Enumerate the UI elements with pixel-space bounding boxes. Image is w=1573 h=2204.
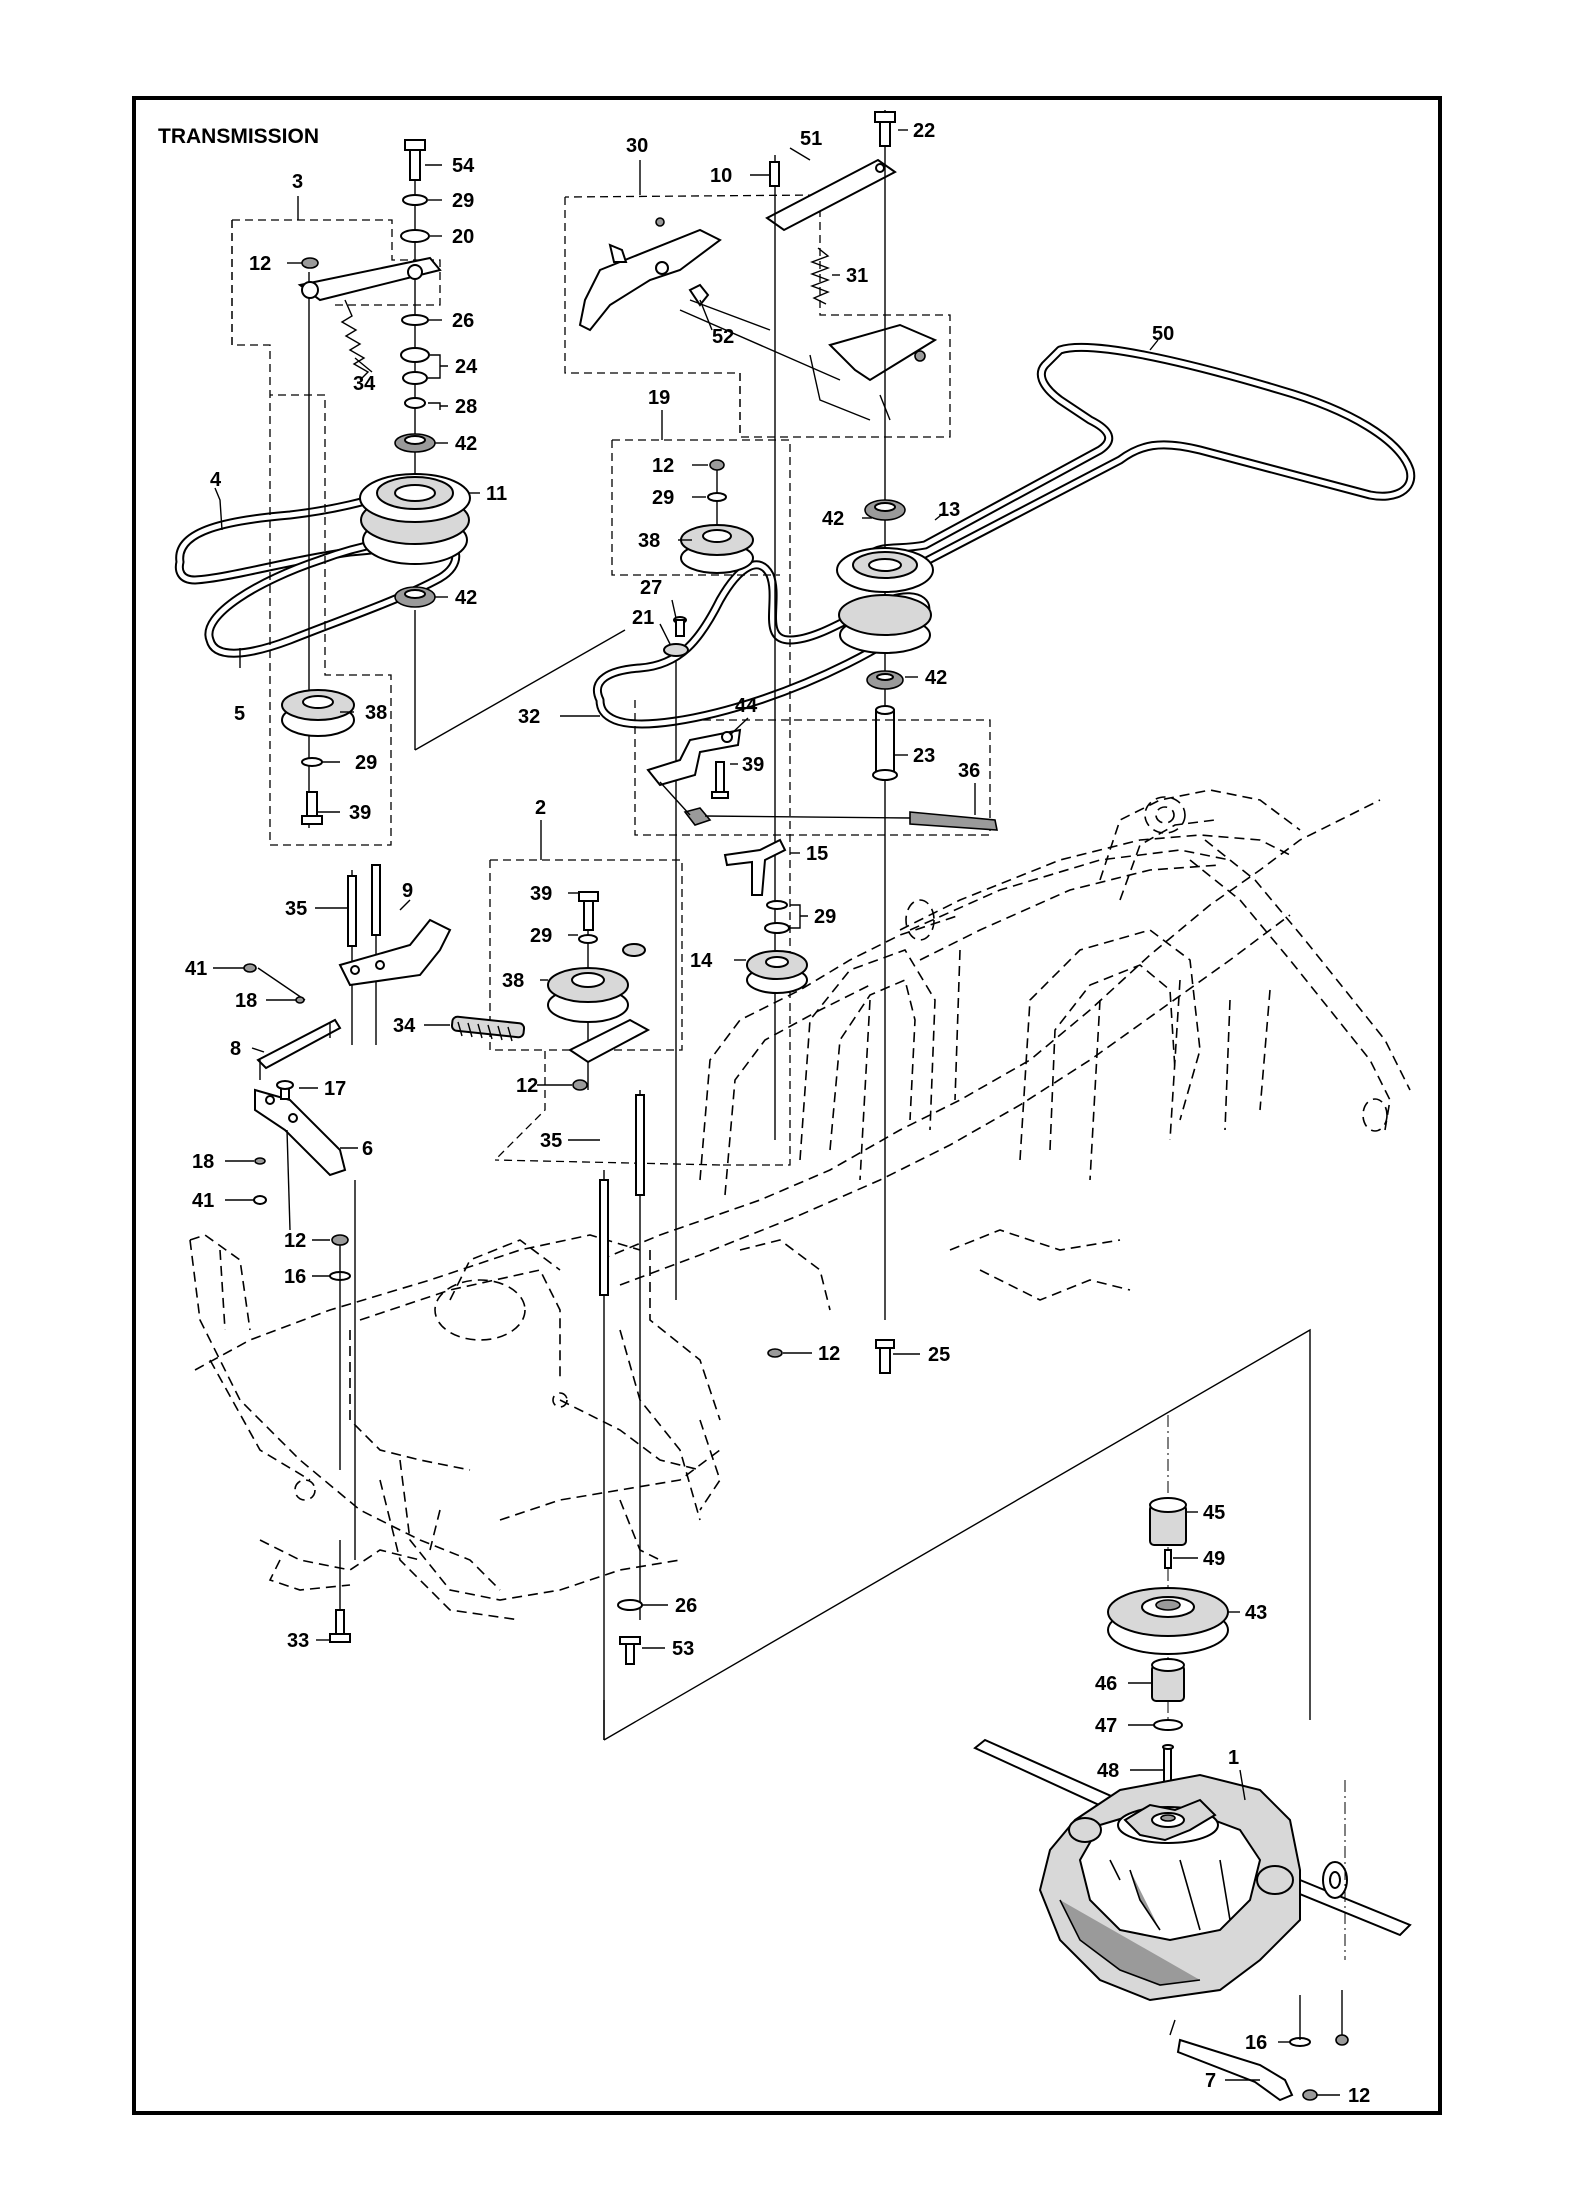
callout-9: 9	[402, 880, 413, 902]
callout-12: 12	[516, 1075, 538, 1097]
callout-12: 12	[1348, 2085, 1370, 2107]
callout-34: 34	[393, 1015, 416, 1037]
idler-pulley-assembly-19	[611, 155, 791, 1166]
callout-49: 49	[1203, 1548, 1225, 1570]
callout-39: 39	[349, 802, 371, 824]
callout-29: 29	[652, 487, 674, 509]
bolt-35-center	[599, 1090, 783, 1740]
idler-bracket-15-pulley-14	[723, 838, 808, 994]
engine-pulley-13-stack	[836, 110, 934, 1374]
tractor-chassis-frame	[189, 789, 1411, 1621]
callout-33: 33	[287, 1630, 309, 1652]
callout-48: 48	[1097, 1760, 1119, 1782]
callout-11: 11	[486, 483, 507, 505]
callout-31: 31	[846, 265, 868, 287]
callout-30: 30	[626, 135, 648, 157]
callout-13: 13	[938, 499, 960, 521]
callout-16: 16	[1245, 2032, 1267, 2054]
callout-22: 22	[913, 120, 935, 142]
transmission-reference-outline	[603, 1328, 1311, 1741]
callout-3: 3	[292, 171, 303, 193]
drive-belt-50	[854, 342, 1416, 592]
callout-38: 38	[502, 970, 524, 992]
callout-42: 42	[455, 587, 477, 609]
callout-50: 50	[1152, 323, 1174, 345]
callout-17: 17	[324, 1078, 346, 1100]
callout-19: 19	[648, 387, 670, 409]
callout-27: 27	[640, 577, 662, 599]
callout-26: 26	[675, 1595, 697, 1617]
callout-leaders	[213, 129, 1340, 2096]
callout-16: 16	[284, 1266, 306, 1288]
bracket-9-bolts-35	[338, 864, 452, 1045]
callout-42: 42	[455, 433, 477, 455]
callout-25: 25	[928, 1344, 950, 1366]
callout-46: 46	[1095, 1673, 1117, 1695]
callout-29: 29	[452, 190, 474, 212]
callout-18: 18	[235, 990, 257, 1012]
transaxle-assembly-1	[973, 1415, 1412, 2102]
callout-24: 24	[455, 356, 478, 378]
callout-29: 29	[814, 906, 836, 928]
callout-5: 5	[234, 703, 245, 725]
callout-53: 53	[672, 1638, 694, 1660]
callout-26: 26	[452, 310, 474, 332]
callout-29: 29	[355, 752, 377, 774]
callout-12: 12	[652, 455, 674, 477]
callout-8: 8	[230, 1038, 241, 1060]
linkage-rod-8-plate-6	[243, 963, 356, 1560]
callout-6: 6	[362, 1138, 373, 1160]
callout-12: 12	[249, 253, 271, 275]
callout-labels: 54 29 20 26 24 28 42 11 42 3 12 34 4 5 3…	[185, 120, 1370, 2107]
spring-34-center	[450, 1015, 526, 1042]
callout-35: 35	[540, 1130, 562, 1152]
nut-12-washer-16-left	[329, 1234, 351, 1643]
callout-54: 54	[452, 155, 475, 177]
callout-7: 7	[1205, 2070, 1216, 2092]
callout-52: 52	[712, 326, 734, 348]
callout-15: 15	[806, 843, 828, 865]
callout-39: 39	[530, 883, 552, 905]
callout-12: 12	[818, 1343, 840, 1365]
callout-20: 20	[452, 226, 474, 248]
callout-21: 21	[632, 607, 654, 629]
callout-38: 38	[638, 530, 660, 552]
callout-51: 51	[800, 128, 822, 150]
callout-42: 42	[925, 667, 947, 689]
callout-39: 39	[742, 754, 764, 776]
tension-lever-assembly-30	[564, 158, 951, 438]
callout-2: 2	[535, 797, 546, 819]
tension-arm-assembly-44	[634, 700, 998, 836]
callout-42: 42	[822, 508, 844, 530]
diagram-border	[132, 96, 1442, 2115]
callout-10: 10	[710, 165, 732, 187]
callout-45: 45	[1203, 1502, 1225, 1524]
callout-34: 34	[353, 373, 376, 395]
callout-28: 28	[455, 396, 477, 418]
callout-43: 43	[1245, 1602, 1267, 1624]
idler-pulley-assembly-2	[489, 859, 721, 1166]
callout-41: 41	[192, 1190, 214, 1212]
callout-47: 47	[1095, 1715, 1117, 1737]
callout-18: 18	[192, 1151, 214, 1173]
callout-14: 14	[690, 950, 713, 972]
callout-38: 38	[365, 702, 387, 724]
diagram-title: TRANSMISSION	[158, 125, 319, 148]
callout-12: 12	[284, 1230, 306, 1252]
callout-44: 44	[735, 695, 758, 717]
callout-23: 23	[913, 745, 935, 767]
idler-arm-assembly-3	[231, 139, 626, 846]
callout-32: 32	[518, 706, 540, 728]
callout-1: 1	[1228, 1747, 1239, 1769]
callout-4: 4	[210, 469, 222, 491]
callout-36: 36	[958, 760, 980, 782]
callout-35: 35	[285, 898, 307, 920]
callout-29: 29	[530, 925, 552, 947]
callout-41: 41	[185, 958, 207, 980]
